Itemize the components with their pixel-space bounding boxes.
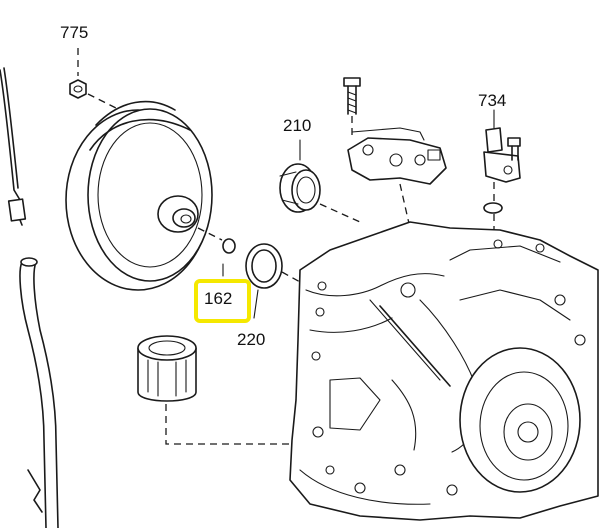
sensor-part bbox=[483, 109, 521, 240]
dipstick-tube bbox=[0, 67, 59, 528]
callout-label-162: 162 bbox=[204, 289, 233, 308]
callout-label-220: 220 bbox=[237, 330, 266, 349]
callout-highlight-box bbox=[194, 279, 251, 323]
callout-label-734: 734 bbox=[478, 91, 507, 110]
bearing-part bbox=[279, 139, 361, 223]
callout-label-210: 210 bbox=[283, 116, 312, 135]
o-ring-part bbox=[222, 238, 236, 277]
transaxle-case bbox=[289, 221, 599, 521]
callout-label-775: 775 bbox=[60, 23, 89, 42]
oil-seal-part bbox=[245, 243, 301, 319]
range-switch-part bbox=[347, 127, 447, 229]
bolt-part bbox=[343, 77, 361, 140]
oil-filter-part bbox=[137, 335, 290, 445]
nut-part bbox=[69, 48, 121, 111]
torque-converter bbox=[65, 100, 223, 291]
